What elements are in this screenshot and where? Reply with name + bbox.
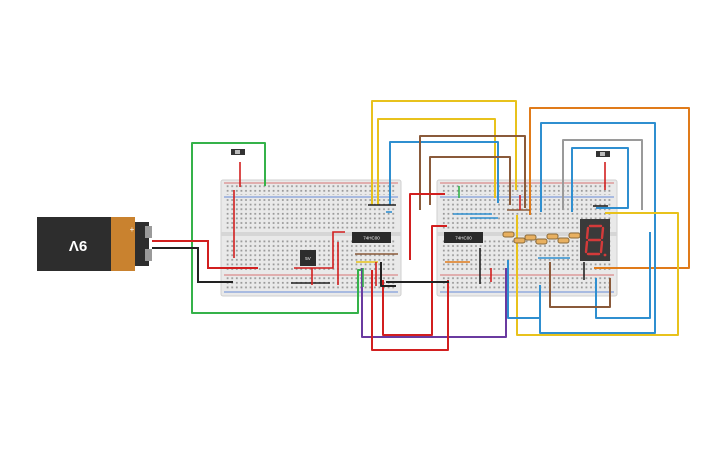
battery-plus-mark: + [130, 225, 135, 234]
ic-chip-left: 74HC00 [352, 232, 391, 243]
resistor [535, 238, 548, 245]
slide-switch-right[interactable] [596, 151, 610, 157]
wire-blue-lower-mid [507, 260, 540, 319]
wire-red-bottom-2 [382, 225, 447, 336]
resistor [524, 234, 537, 241]
battery-label: 9V [69, 237, 87, 254]
wire-red-between [409, 193, 445, 260]
voltage-regulator: 5V [300, 250, 316, 266]
wire-blue-right-2 [571, 147, 629, 212]
wire-blue-right-1 [539, 122, 656, 334]
slide-switch-left[interactable] [231, 149, 245, 155]
battery-leads [152, 240, 258, 283]
wire-blue-top [389, 141, 499, 205]
wire-brown-lower [549, 262, 611, 308]
wire-red-bottom-1 [371, 270, 449, 351]
resistor-array [502, 231, 581, 245]
wire-battery-red [152, 240, 258, 269]
wires-outer [191, 100, 690, 351]
resistor [546, 233, 559, 240]
wire-yellow-top-2 [377, 118, 496, 205]
ic-label-right: 74HC00 [455, 236, 472, 241]
wire-battery-black [152, 247, 233, 283]
regulator-label: 5V [305, 256, 311, 261]
wire-green-left-loop [191, 142, 363, 314]
ic-label-left: 74HC00 [363, 236, 380, 241]
breadboard-left [220, 179, 402, 297]
wires-left-board [233, 162, 398, 287]
resistor [568, 232, 581, 239]
wire-orange-right-loop [529, 107, 690, 269]
resistor [557, 237, 570, 244]
wire-brown-top-2 [429, 156, 511, 205]
wire-blue-lower-right [595, 232, 651, 319]
wire-yellow-top-1 [371, 100, 517, 205]
battery: 9V + [37, 217, 152, 271]
wires-right-board [445, 162, 608, 284]
wire-brown-top-1 [419, 135, 526, 210]
seven-segment-display [580, 219, 610, 261]
resistor [513, 237, 526, 244]
resistor [502, 231, 515, 238]
wire-gray-right [562, 139, 643, 210]
ic-chip-right: 74HC00 [444, 232, 483, 243]
wire-yellow-right-loop [516, 212, 679, 336]
wire-black-cross-2 [380, 262, 396, 287]
wire-purple-bottom [361, 268, 507, 338]
